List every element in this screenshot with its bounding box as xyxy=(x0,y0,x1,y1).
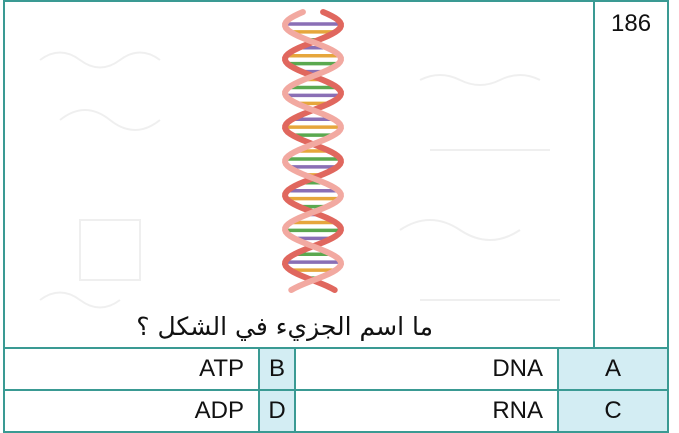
option-b-text[interactable]: ATP xyxy=(3,347,260,391)
option-a-letter[interactable]: A xyxy=(556,347,670,391)
option-d-letter[interactable]: D xyxy=(258,389,296,433)
helix-strand xyxy=(282,9,345,293)
option-c-letter[interactable]: C xyxy=(556,389,670,433)
question-body: ما اسم الجزيء في الشكل ؟ xyxy=(2,0,596,349)
option-a-text[interactable]: DNA xyxy=(294,347,559,391)
option-b-letter[interactable]: B xyxy=(258,347,296,391)
question-number: 186 xyxy=(593,0,670,349)
helix-strand xyxy=(281,9,344,293)
option-d-text[interactable]: ADP xyxy=(3,389,260,433)
question-stem: ما اسم الجزيء في الشكل ؟ xyxy=(136,312,434,341)
dna-double-helix-icon xyxy=(267,8,359,294)
option-c-text[interactable]: RNA xyxy=(294,389,559,433)
